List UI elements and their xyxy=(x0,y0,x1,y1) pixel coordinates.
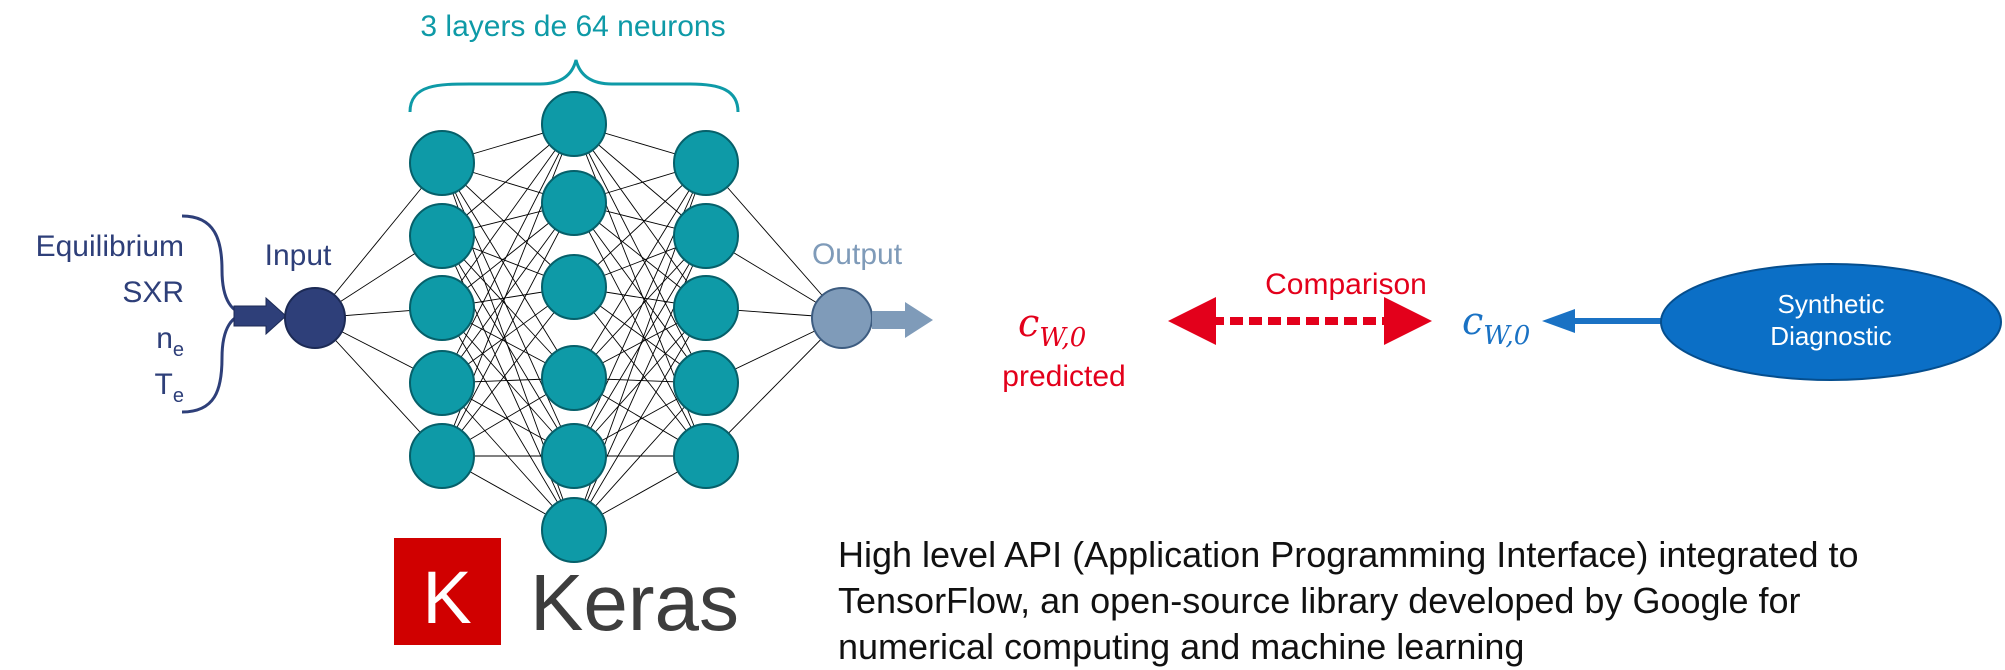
feature-ne: ne xyxy=(156,322,184,361)
hidden-node-l3-n2 xyxy=(673,203,739,269)
hidden-node-l2-n4 xyxy=(541,345,607,411)
connection-line xyxy=(573,307,707,531)
hidden-node-l1-n4 xyxy=(409,350,475,416)
connection-line xyxy=(314,162,443,319)
connection-line xyxy=(441,307,575,457)
connection-line xyxy=(573,202,707,384)
hidden-node-l1-n2 xyxy=(409,203,475,269)
hidden-node-l3-n5 xyxy=(673,423,739,489)
layers-brace xyxy=(408,59,740,113)
connection-line xyxy=(441,202,575,457)
hidden-node-l2-n1 xyxy=(541,91,607,157)
hidden-node-l3-n1 xyxy=(673,130,739,196)
predicted-symbol: cW,0 xyxy=(1018,301,1086,353)
connection-line xyxy=(573,162,707,379)
hidden-layers xyxy=(409,91,739,563)
hidden-node-l1-n5 xyxy=(409,423,475,489)
keras-logo-name: Keras xyxy=(530,558,739,647)
synthetic-diagnostic-line2: Diagnostic xyxy=(1770,321,1891,351)
feature-te: Te xyxy=(155,368,184,407)
synthetic-diagnostic-node xyxy=(1660,263,2002,381)
layers-label: 3 layers de 64 neurons xyxy=(420,10,725,43)
description-text: High level API (Application Programming … xyxy=(838,532,1998,670)
description-line-2: TensorFlow, an open-source library devel… xyxy=(838,580,1801,621)
comparison-label: Comparison xyxy=(1265,268,1427,301)
input-arrow xyxy=(233,296,287,336)
connection-line xyxy=(441,162,575,379)
input-node xyxy=(284,287,346,349)
hidden-node-l2-n3 xyxy=(541,254,607,320)
connection-line xyxy=(441,123,575,309)
input-label: Input xyxy=(265,239,332,272)
hidden-node-l1-n1 xyxy=(409,130,475,196)
connection-line xyxy=(441,123,575,384)
description-line-1: High level API (Application Programming … xyxy=(838,534,1859,575)
keras-logo-letter: K xyxy=(422,556,471,639)
hidden-node-l1-n3 xyxy=(409,275,475,341)
hidden-node-l3-n3 xyxy=(673,275,739,341)
predicted-caption: predicted xyxy=(1002,360,1125,393)
output-arrow xyxy=(872,302,933,338)
connection-line xyxy=(705,162,843,319)
connection-line xyxy=(573,123,707,309)
connection-line xyxy=(573,286,707,457)
connection-line xyxy=(573,202,707,457)
connection-line xyxy=(441,202,575,384)
hidden-node-l2-n6 xyxy=(541,497,607,563)
feature-equilibrium: Equilibrium xyxy=(36,230,184,263)
feature-sxr: SXR xyxy=(122,276,184,309)
description-line-3: numerical computing and machine learning xyxy=(838,626,1525,667)
connection-line xyxy=(573,123,707,384)
hidden-node-l2-n2 xyxy=(541,170,607,236)
connection-line xyxy=(441,235,575,457)
output-node xyxy=(811,287,873,349)
connection-line xyxy=(441,286,575,457)
diagnostic-arrow xyxy=(1542,309,1665,333)
synthetic-diagnostic-line1: Synthetic xyxy=(1778,289,1885,319)
hidden-node-l2-n5 xyxy=(541,423,607,489)
keras-logo-square xyxy=(394,538,501,645)
output-label: Output xyxy=(812,238,903,271)
hidden-node-l3-n4 xyxy=(673,350,739,416)
target-symbol: cW,0 xyxy=(1462,299,1530,351)
